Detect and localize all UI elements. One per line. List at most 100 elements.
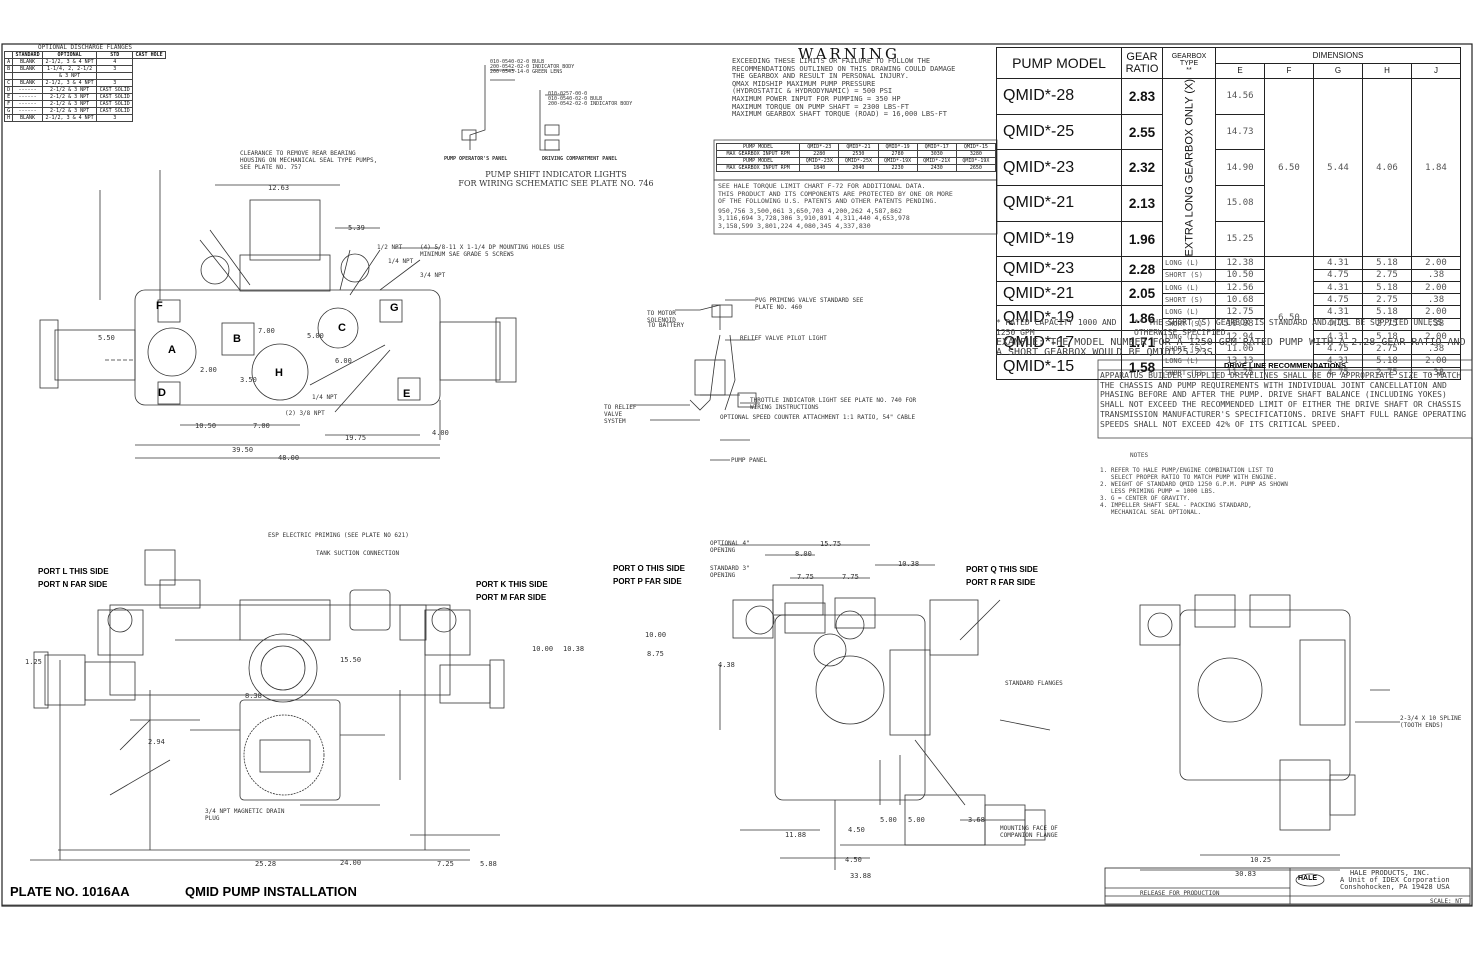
dim-text: 48.00 (278, 454, 299, 462)
dim-text: 5.88 (480, 860, 497, 868)
dim-e-cell: 10.68 (1215, 293, 1265, 307)
flange-cell: BLANK (12, 58, 43, 66)
patent-numbers: 950,756 3,500,061 3,650,703 4,200,262 4,… (718, 207, 998, 231)
dim-h-cell: 5.18 (1362, 256, 1412, 270)
dim-j-cell: .38 (1411, 268, 1461, 282)
gearbox-type-cell: LONG (L) (1162, 280, 1216, 295)
flange-cell: ------ (12, 93, 43, 101)
pump-footnotes: * RATED CAPACITY 1000 AND 1250 GPM ** TH… (996, 318, 1472, 358)
gearbox-type-cell: LONG (L) (1162, 305, 1216, 319)
callout-clearance: CLEARANCE TO REMOVE REAR BEARING HOUSING… (240, 150, 378, 171)
flange-cell: 1-1/4, 2, 2-1/2 (41, 65, 98, 73)
patent-block: SEE HALE TORQUE LIMIT CHART F-72 FOR ADD… (718, 182, 998, 231)
marker-c: C (338, 322, 346, 334)
warning-line: RECOMMENDATIONS OUTLINED ON THIS DRAWING… (732, 64, 956, 73)
port-m-label: PORT M FAR SIDE (476, 593, 547, 602)
marker-a: A (168, 344, 176, 356)
dim-text: 10.38 (563, 645, 584, 653)
dim-e-cell: 14.90 (1215, 149, 1265, 187)
dim-text: 4.38 (718, 661, 735, 669)
note-item: 1. REFER TO HALE PUMP/ENGINE COMBINATION… (1100, 467, 1274, 474)
gear-ratio-cell: 2.28 (1121, 256, 1163, 282)
operator-panel-label: PUMP OPERATOR'S PANEL (444, 156, 508, 162)
port-o-label: PORT O THIS SIDE (613, 564, 686, 573)
dim-e-cell: 12.75 (1215, 305, 1265, 319)
flange-cell: 2-1/2, 3 & 4 NPT (41, 79, 98, 87)
rpm-cell: 2230 (877, 164, 918, 172)
callout-spline: 2-3/4 X 10 SPLINE (TOOTH ENDS) (1400, 715, 1462, 729)
rpm-cell: 1840 (799, 164, 840, 172)
rpm-cell: QMID*-19 (877, 143, 918, 151)
rpm-cell: QMID*-21 (838, 143, 879, 151)
patent-text: SEE HALE TORQUE LIMIT CHART F-72 FOR ADD… (718, 182, 998, 206)
callout-to-battery: TO BATTERY (648, 322, 685, 329)
callout-throttle: THROTTLE INDICATOR LIGHT SEE PLATE NO. 7… (750, 397, 917, 411)
notes-list: 1. REFER TO HALE PUMP/ENGINE COMBINATION… (1100, 467, 1400, 516)
pump-rear-view (1139, 594, 1400, 871)
dim-j-cell: .38 (1411, 366, 1461, 380)
flange-row: & 3 NPT (3, 72, 166, 80)
rpm-cell: 2040 (838, 164, 879, 172)
driveline-text: APPARATUS BUILDER SUPPLIED DRIVELINES SH… (1100, 370, 1467, 429)
header-gearbox-type-text: GEARBOX TYPE (1171, 52, 1207, 67)
dim-text: 24.00 (340, 859, 361, 867)
flange-header-cell: OPTIONAL (41, 51, 98, 59)
marker-b: B (233, 333, 241, 345)
drawing-title: QMID PUMP INSTALLATION (185, 884, 357, 899)
callout-esp: ESP ELECTRIC PRIMING (SEE PLATE NO 621) (268, 532, 409, 539)
dim-text: 10.25 (1250, 856, 1271, 864)
driveline-title: DRIVE LINE RECOMMENDATIONS (1224, 361, 1346, 370)
gear-ratio-cell: 2.13 (1121, 185, 1163, 222)
footnote-short: ** THE SHORT (S) GEARBOX IS STANDARD AND… (1134, 318, 1443, 337)
note-item: SELECT PROPER RATIO TO MATCH PUMP WITH E… (1100, 474, 1278, 481)
flange-cell: 2-1/2 & 3 NPT (41, 86, 98, 94)
rpm-cell: 3030 (916, 150, 957, 158)
dim-g-cell: 4.31 (1313, 280, 1363, 295)
header-dim-col: H (1362, 62, 1412, 79)
rpm-cell: 3280 (955, 150, 997, 158)
marker-f: F (156, 300, 163, 312)
header-gear-ratio: GEAR RATIO (1121, 47, 1163, 79)
dim-e-cell: 12.38 (1215, 256, 1265, 270)
dim-text: 5.00 (908, 816, 925, 824)
dim-text: 1.25 (25, 658, 42, 666)
rpm-cell: QMID*-19X (877, 157, 918, 165)
rpm-cell: MAX GEARBOX INPUT RPM (715, 164, 801, 172)
port-l-label: PORT L THIS SIDE (38, 567, 109, 576)
flange-cell: BLANK (12, 65, 43, 73)
dim-text: 30.83 (1235, 870, 1256, 878)
flange-cell: A (3, 58, 14, 66)
callout-npt-three-eighths: (2) 3/8 NPT (285, 410, 325, 417)
rpm-cell: 2430 (916, 164, 957, 172)
dim-text: 33.88 (850, 872, 871, 880)
dim-text: 11.88 (785, 831, 806, 839)
header-pump-model: PUMP MODEL (996, 47, 1122, 79)
flange-cell: D (3, 86, 14, 94)
pump-model-cell: QMID*-28 (996, 78, 1122, 115)
dim-g-cell: 4.31 (1313, 305, 1363, 319)
dim-text: 3.68 (968, 816, 985, 824)
flange-cell: 3 (96, 65, 134, 73)
dim-j-cell: 1.84 (1411, 77, 1461, 258)
marker-h: H (275, 367, 283, 379)
flange-cell: BLANK (12, 114, 43, 122)
flange-cell (96, 72, 134, 80)
dim-h-cell: 5.18 (1362, 305, 1412, 319)
gearbox-type-cell: SHORT (S) (1162, 268, 1216, 282)
hale-logo: HALE (1298, 875, 1318, 882)
rpm-cell: 2280 (799, 150, 840, 158)
gear-ratio-cell: 1.58 (1121, 354, 1163, 380)
footnote-example: EXAMPLE: THE MODEL NUMBER FOR A 1250 GPM… (996, 336, 1466, 358)
rpm-cell: QMID*-23X (799, 157, 840, 165)
